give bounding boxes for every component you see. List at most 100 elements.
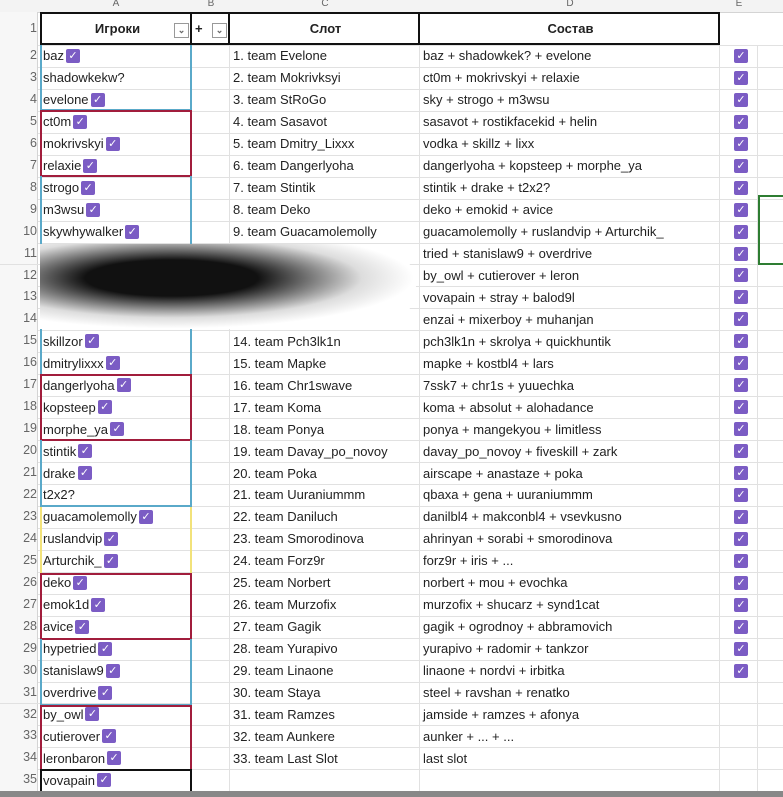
checkbox-checked-icon[interactable]: ✓ [91,597,106,612]
slot-cell[interactable]: 28. team Yurapivo [230,637,420,660]
plus-cell[interactable] [192,484,230,506]
checkbox-checked-icon[interactable]: ✓ [85,707,100,722]
row-number[interactable]: 16 [0,352,38,375]
checkbox-checked-icon[interactable]: ✓ [73,575,88,590]
done-cell[interactable]: ✓ [720,571,758,594]
roster-cell[interactable]: jamside + ramzes + afonya [420,703,720,726]
row-number[interactable]: 7 [0,154,38,177]
player-cell[interactable]: baz✓ [40,45,192,67]
column-header-e[interactable]: E [735,0,743,9]
checkbox-checked-icon[interactable]: ✓ [734,70,748,85]
slot-cell[interactable] [230,242,420,265]
player-cell[interactable]: stintik✓ [40,440,192,463]
plus-cell[interactable] [192,110,230,133]
plus-cell[interactable] [192,659,230,682]
roster-cell[interactable]: stintik + drake + t2x2? [420,176,720,199]
checkbox-checked-icon[interactable]: ✓ [734,334,748,349]
done-cell[interactable]: ✓ [720,659,758,682]
player-cell[interactable]: hypetried✓ [40,637,192,660]
row-number[interactable]: 15 [0,330,38,353]
done-cell[interactable]: ✓ [720,264,758,287]
slot-cell[interactable]: 20. team Poka [230,462,420,484]
checkbox-checked-icon[interactable]: ✓ [734,466,748,481]
checkbox-checked-icon[interactable]: ✓ [734,114,748,129]
player-cell[interactable]: emok1d✓ [40,593,192,616]
done-cell[interactable]: ✓ [720,45,758,67]
checkbox-checked-icon[interactable]: ✓ [734,312,748,327]
done-cell[interactable] [720,703,758,726]
slot-cell[interactable]: 9. team Guacamolemolly [230,220,420,243]
checkbox-checked-icon[interactable]: ✓ [734,180,748,195]
checkbox-checked-icon[interactable]: ✓ [97,400,112,415]
player-cell[interactable]: mokrivskyi✓ [40,132,192,155]
checkbox-checked-icon[interactable]: ✓ [97,773,112,788]
row-number[interactable]: 17 [0,374,38,397]
roster-cell[interactable]: gagik + ogrodnoy + abbramovich [420,615,720,638]
player-cell[interactable]: skywhywalker✓ [40,220,192,243]
checkbox-checked-icon[interactable]: ✓ [138,509,153,524]
done-cell[interactable]: ✓ [720,308,758,331]
player-cell[interactable]: leronbaron✓ [40,747,192,770]
roster-cell[interactable]: ct0m + mokrivskyi + relaxie [420,66,720,89]
row-number[interactable]: 34 [0,747,38,770]
done-cell[interactable]: ✓ [720,593,758,616]
checkbox-checked-icon[interactable]: ✓ [105,356,120,371]
player-cell[interactable]: avice✓ [40,615,192,638]
roster-cell[interactable]: airscape + anastaze + poka [420,462,720,484]
checkbox-checked-icon[interactable]: ✓ [734,48,748,63]
row-number[interactable]: 6 [0,132,38,155]
checkbox-checked-icon[interactable]: ✓ [77,466,92,481]
slot-cell[interactable]: 14. team Pch3lk1n [230,330,420,353]
column-header-b[interactable]: B [207,0,215,9]
checkbox-checked-icon[interactable]: ✓ [104,531,119,546]
roster-cell[interactable]: dangerlyoha + kopsteep + morphe_ya [420,154,720,177]
done-cell[interactable]: ✓ [720,484,758,506]
roster-cell[interactable]: last slot [420,747,720,770]
checkbox-checked-icon[interactable]: ✓ [98,641,113,656]
checkbox-checked-icon[interactable]: ✓ [73,114,88,129]
row-number[interactable]: 9 [0,198,38,221]
done-cell[interactable]: ✓ [720,88,758,111]
checkbox-checked-icon[interactable]: ✓ [78,444,93,459]
checkbox-checked-icon[interactable]: ✓ [734,444,748,459]
checkbox-checked-icon[interactable]: ✓ [734,378,748,393]
slot-cell[interactable]: 27. team Gagik [230,615,420,638]
slot-cell[interactable]: 18. team Ponya [230,418,420,441]
roster-cell[interactable]: enzai + mixerboy + muhanjan [420,308,720,331]
row-number[interactable]: 21 [0,462,38,484]
checkbox-checked-icon[interactable]: ✓ [86,202,101,217]
row-number[interactable]: 32 [0,703,38,726]
slot-cell[interactable] [230,286,420,309]
slot-cell[interactable] [230,769,420,792]
checkbox-checked-icon[interactable]: ✓ [98,685,113,700]
slot-cell[interactable]: 23. team Smorodinova [230,527,420,550]
plus-cell[interactable] [192,747,230,770]
roster-cell[interactable]: forz9r + iris + ... [420,549,720,572]
done-cell[interactable]: ✓ [720,418,758,441]
player-cell[interactable]: dmitrylixxx✓ [40,352,192,375]
player-cell[interactable]: cutierover✓ [40,725,192,748]
slot-cell[interactable]: 25. team Norbert [230,571,420,594]
roster-cell[interactable]: koma + absolut + alohadance [420,396,720,419]
done-cell[interactable]: ✓ [720,396,758,419]
checkbox-checked-icon[interactable]: ✓ [734,158,748,173]
player-cell[interactable]: deko✓ [40,571,192,594]
roster-cell[interactable]: ponya + mangekyou + limitless [420,418,720,441]
checkbox-checked-icon[interactable]: ✓ [734,268,748,283]
plus-cell[interactable] [192,88,230,111]
player-cell[interactable]: ruslandvip✓ [40,527,192,550]
plus-cell[interactable] [192,66,230,89]
checkbox-checked-icon[interactable]: ✓ [734,224,748,239]
checkbox-checked-icon[interactable]: ✓ [734,531,748,546]
plus-cell[interactable] [192,571,230,594]
slot-cell[interactable]: 26. team Murzofix [230,593,420,616]
done-cell[interactable]: ✓ [720,505,758,528]
done-cell[interactable]: ✓ [720,176,758,199]
roster-cell[interactable]: baz + shadowkek? + evelone [420,45,720,67]
checkbox-checked-icon[interactable]: ✓ [734,641,748,656]
plus-cell[interactable] [192,615,230,638]
row-number[interactable]: 11 [0,242,38,265]
row-number[interactable]: 8 [0,176,38,199]
plus-cell[interactable] [192,505,230,528]
player-cell[interactable]: overdrive✓ [40,681,192,704]
